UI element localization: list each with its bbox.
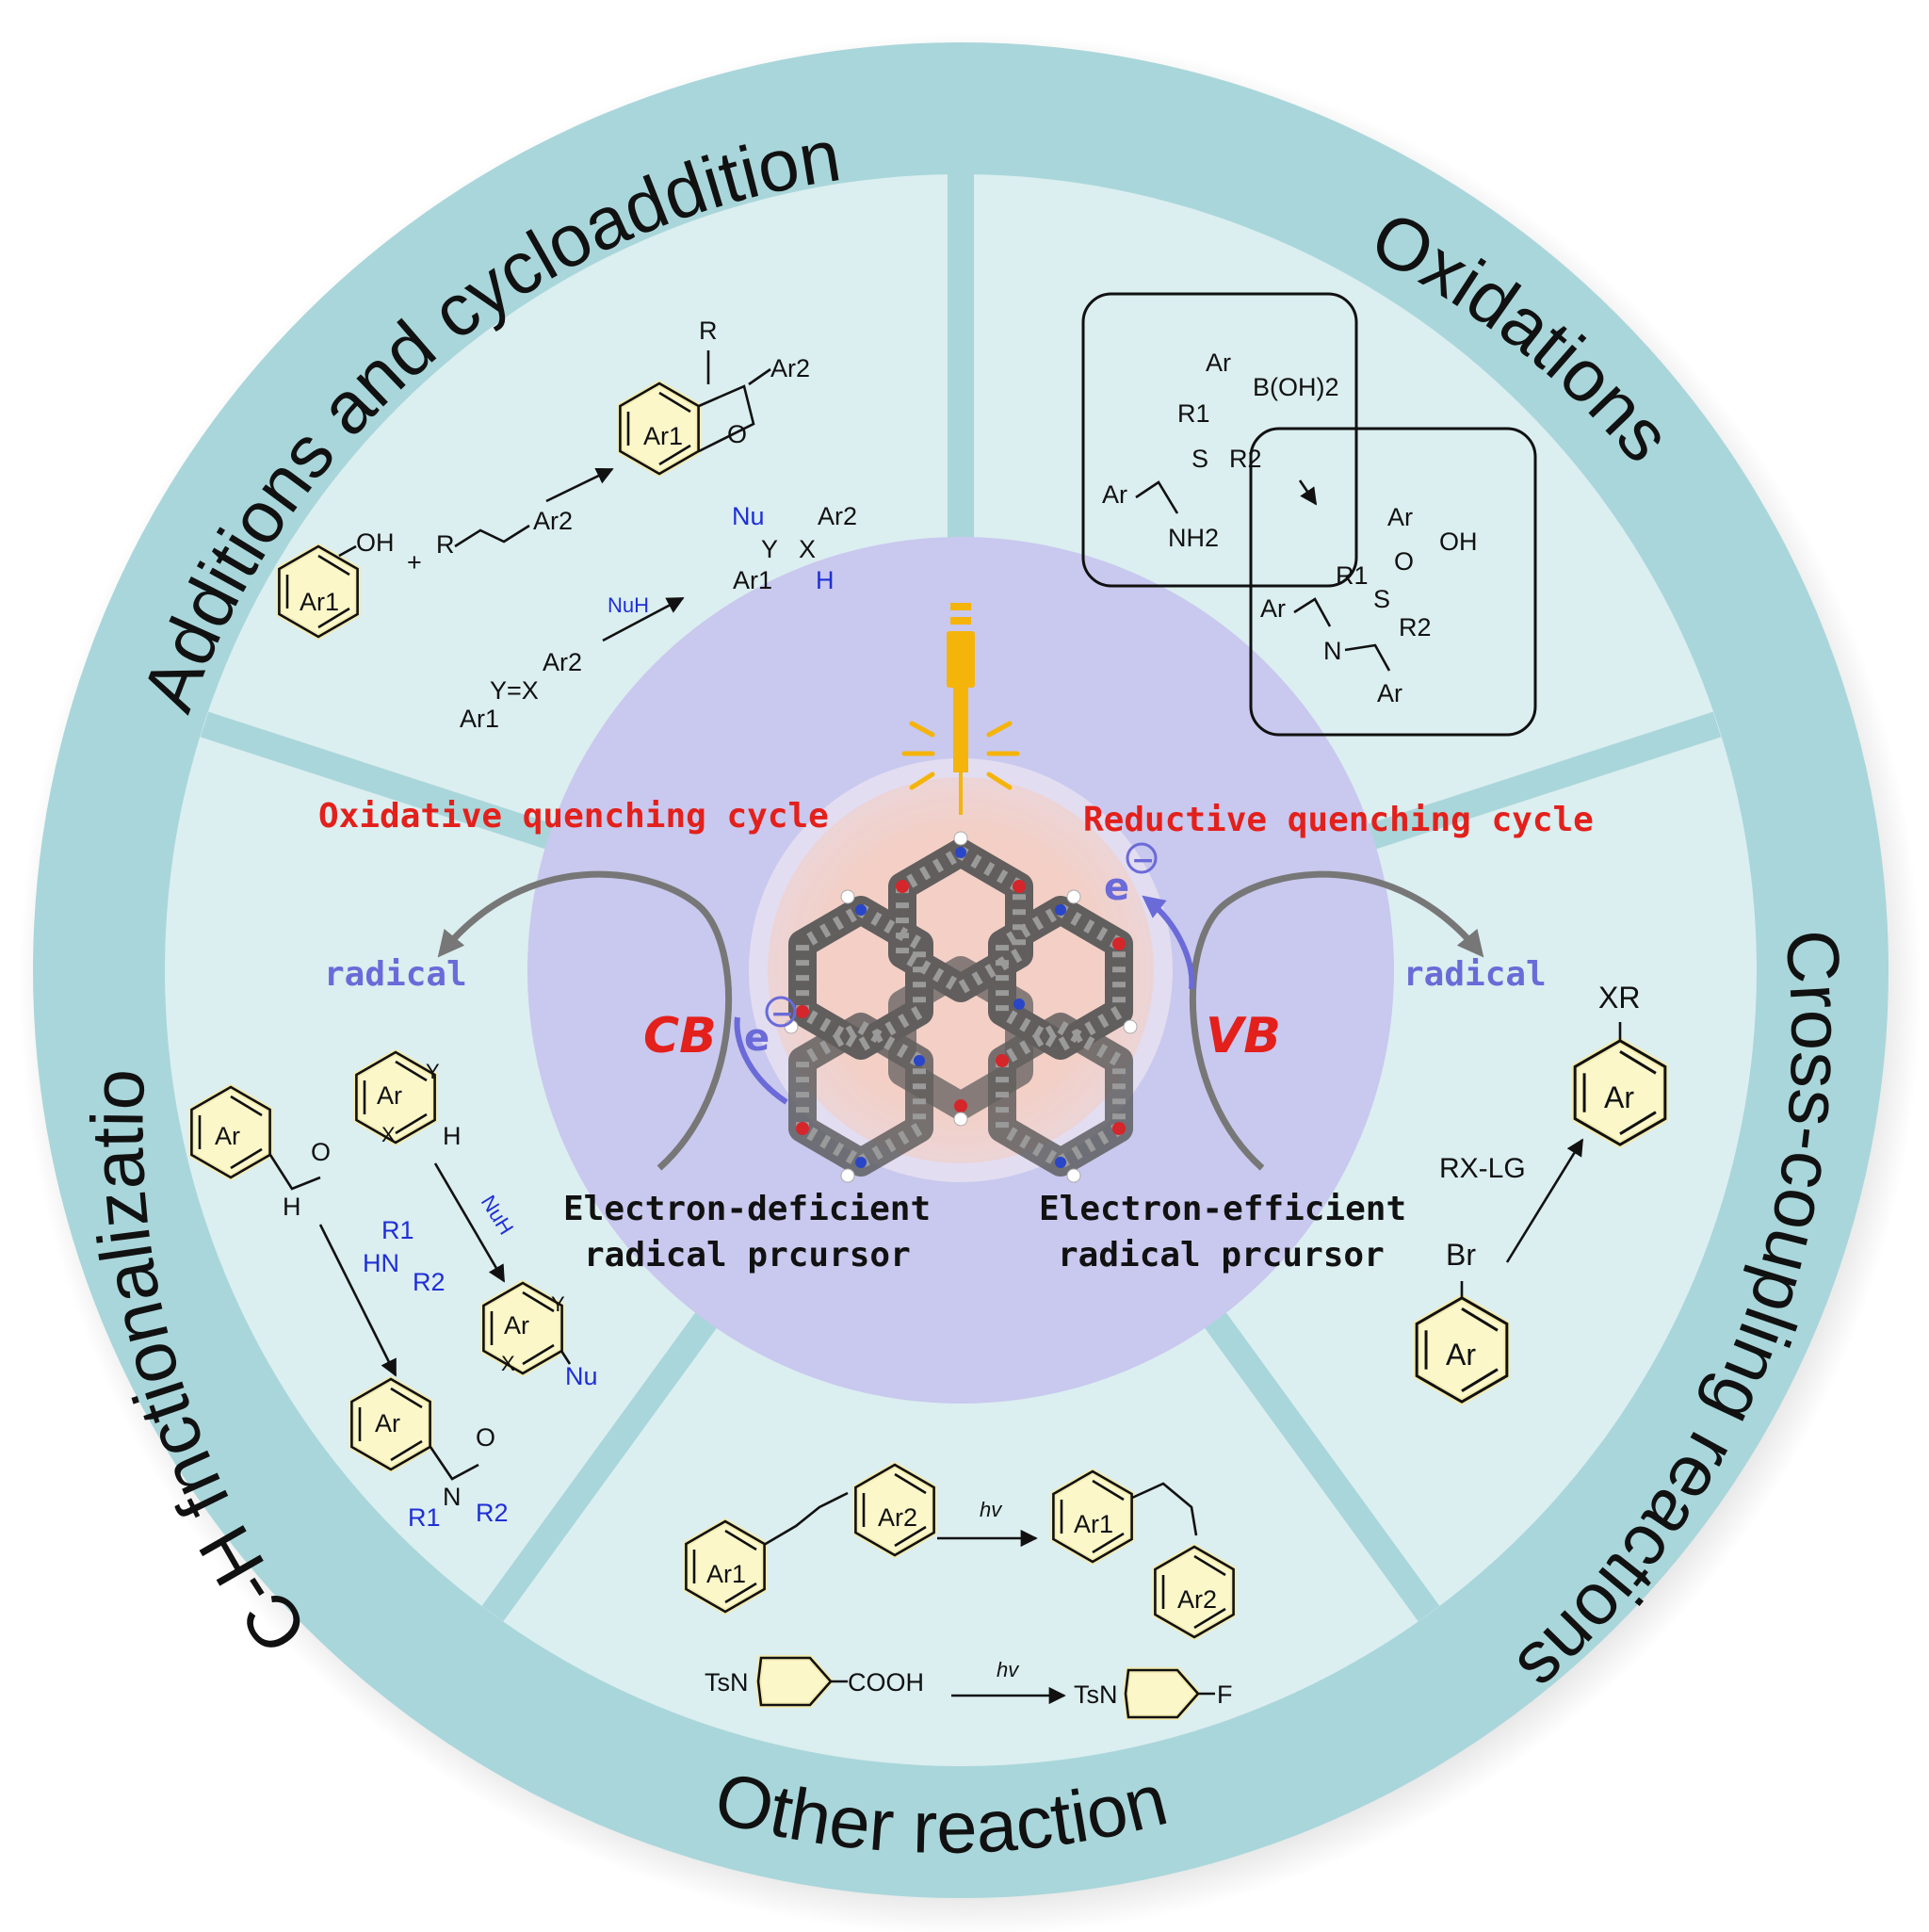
chem-label-ar1: Ar1 bbox=[1074, 1510, 1113, 1538]
chem-label-r1: R1 bbox=[1336, 561, 1369, 590]
chem-label-h: H bbox=[816, 566, 835, 594]
chem-label-s: S bbox=[1373, 585, 1390, 613]
chem-label-ar1: Ar1 bbox=[733, 566, 772, 594]
chem-label-r: R bbox=[699, 317, 718, 345]
additions-chemistry: Ar1 O R Ar2 Ar1 OH + R Ar2 Nu Y X Ar2 Ar… bbox=[279, 317, 857, 733]
chem-label-ar1: Ar1 bbox=[460, 705, 499, 733]
chem-label-ar2: Ar2 bbox=[770, 354, 810, 382]
vb-electron-arrow bbox=[1142, 895, 1195, 990]
electron-cb: e − bbox=[744, 996, 797, 1060]
chem-label-f: F bbox=[1217, 1680, 1233, 1709]
svg-text:e: e bbox=[744, 1016, 770, 1060]
reductive-cycle-title: Reductive quenching cycle bbox=[1083, 801, 1594, 839]
chem-label-tsn: TsN bbox=[705, 1668, 749, 1697]
chem-label-o: O bbox=[476, 1423, 495, 1452]
chem-label-ar: Ar bbox=[1377, 679, 1402, 707]
efficient-precursor-line1: Electron-efficient bbox=[1039, 1190, 1406, 1228]
radical-right-label: radical bbox=[1403, 955, 1547, 994]
chem-label-y: Y bbox=[551, 1292, 565, 1316]
chem-label-r1: R1 bbox=[381, 1216, 414, 1244]
chem-label-ar: Ar bbox=[1446, 1338, 1476, 1372]
chem-label-ar: Ar bbox=[1387, 503, 1413, 531]
chem-label-ar: Ar bbox=[375, 1409, 400, 1437]
chem-label-ar: Ar bbox=[1102, 480, 1127, 509]
reductive-cycle-arc bbox=[1189, 870, 1484, 1171]
svg-text:e: e bbox=[1104, 866, 1129, 909]
chem-label-ar1: Ar1 bbox=[706, 1560, 746, 1588]
svg-text:−: − bbox=[770, 998, 794, 1031]
chem-label-oh: OH bbox=[356, 528, 395, 557]
ch-functionalization-chemistry: Ar O H Ar Y X H NuH R1 HN R2 Ar Y X Nu A… bbox=[191, 1052, 598, 1532]
chem-label-ar: Ar bbox=[215, 1122, 240, 1150]
chem-label-r2: R2 bbox=[413, 1268, 446, 1296]
electron-vb: e − bbox=[1104, 842, 1158, 909]
chem-label-y: Y bbox=[761, 535, 778, 563]
oxidations-chemistry: Ar B(OH)2 R1 S R2 Ar NH2 Ar OH R1 S O R2… bbox=[1081, 292, 1537, 737]
chem-label-ar1: Ar1 bbox=[300, 588, 339, 616]
chem-label-h: H bbox=[283, 1193, 301, 1221]
chem-label-ar2: Ar2 bbox=[1177, 1585, 1217, 1614]
chem-label-r2: R2 bbox=[476, 1499, 509, 1527]
deficient-precursor-line1: Electron-deficient bbox=[563, 1190, 931, 1228]
chem-label-r: R bbox=[436, 530, 455, 559]
chem-label-x: X bbox=[799, 535, 816, 563]
chem-label-nu: Nu bbox=[565, 1362, 598, 1390]
chem-label-x: X bbox=[381, 1123, 396, 1146]
radical-left-label: radical bbox=[324, 955, 467, 994]
chem-label-ar: Ar bbox=[1260, 594, 1286, 623]
chem-label-rxlg: RX-LG bbox=[1439, 1153, 1526, 1184]
chem-label-nuh: NuH bbox=[608, 593, 649, 617]
cb-label: CB bbox=[643, 1008, 717, 1064]
chem-label-oh: OH bbox=[1439, 528, 1478, 556]
chem-label-plus: + bbox=[407, 548, 422, 576]
chem-label-ar1: Ar1 bbox=[643, 422, 683, 450]
chem-label-nh2: NH2 bbox=[1168, 524, 1219, 552]
chem-label-o: O bbox=[1394, 547, 1414, 576]
chem-label-ar2: Ar2 bbox=[818, 502, 857, 530]
light-ray-icon bbox=[901, 721, 1020, 790]
chem-label-br: Br bbox=[1446, 1238, 1476, 1272]
chem-label-x: X bbox=[501, 1352, 515, 1375]
chem-label-n: N bbox=[443, 1483, 462, 1511]
chem-label-cooh: COOH bbox=[848, 1668, 924, 1697]
chem-label-boh2: B(OH)2 bbox=[1253, 373, 1339, 401]
cross-coupling-chemistry: Ar XR RX-LG Ar Br bbox=[1417, 981, 1665, 1402]
chem-label-ar: Ar bbox=[1604, 1080, 1634, 1114]
chem-label-tsn: TsN bbox=[1074, 1680, 1118, 1709]
chem-label-ar: Ar bbox=[377, 1081, 402, 1110]
chem-label-n: N bbox=[1323, 637, 1342, 665]
vb-label: VB bbox=[1206, 1008, 1281, 1064]
chem-label-hn: HN bbox=[363, 1249, 399, 1277]
chem-label-nu: Nu bbox=[732, 502, 765, 530]
deficient-precursor-line2: radical prcursor bbox=[584, 1236, 911, 1274]
efficient-precursor-line2: radical prcursor bbox=[1058, 1236, 1385, 1274]
lamp-icon bbox=[947, 603, 975, 815]
chem-label-r1: R1 bbox=[408, 1503, 441, 1532]
other-reactions-chemistry: Ar1 Ar2 hv Ar1 Ar2 TsN COOH hv TsN F bbox=[686, 1465, 1233, 1720]
chem-label-hv: hv bbox=[980, 1498, 1003, 1521]
chem-label-ar: Ar bbox=[1206, 349, 1231, 377]
chem-label-s: S bbox=[1191, 445, 1208, 473]
chem-label-hv: hv bbox=[997, 1658, 1020, 1681]
chem-label-ar2: Ar2 bbox=[533, 507, 573, 535]
cb-electron-arrow bbox=[734, 1016, 788, 1105]
chem-label-r2: R2 bbox=[1229, 445, 1262, 473]
chem-label-o: O bbox=[311, 1138, 331, 1166]
cof-framework-icon bbox=[784, 831, 1138, 1183]
chem-label-o: O bbox=[727, 420, 747, 448]
chem-label-r2: R2 bbox=[1399, 613, 1432, 641]
oxidative-cycle-arc bbox=[437, 870, 733, 1171]
oxidative-cycle-title: Oxidative quenching cycle bbox=[318, 797, 829, 836]
chem-label-ar2: Ar2 bbox=[878, 1503, 917, 1532]
chem-label-ar2: Ar2 bbox=[543, 648, 582, 676]
chem-label-y: Y bbox=[426, 1060, 440, 1083]
chem-label-r1: R1 bbox=[1177, 399, 1210, 428]
chem-label-yx: Y=X bbox=[490, 676, 539, 705]
chem-label-xr: XR bbox=[1598, 981, 1640, 1015]
svg-text:−: − bbox=[1131, 844, 1155, 877]
chem-label-ar: Ar bbox=[504, 1311, 529, 1339]
chem-label-h: H bbox=[443, 1122, 462, 1150]
